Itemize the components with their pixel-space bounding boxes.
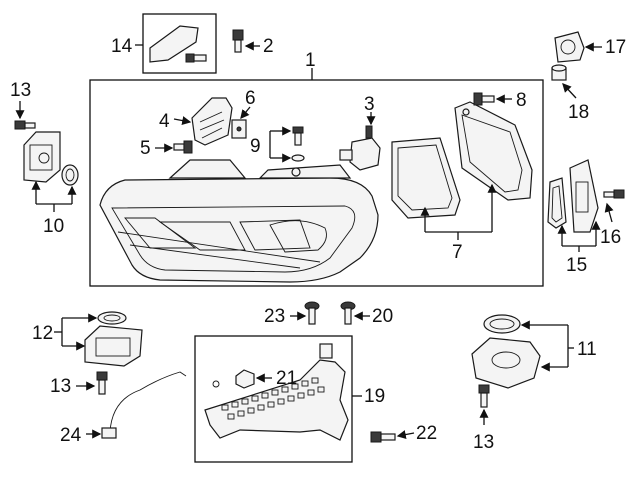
callout-9[interactable]: 9 (250, 136, 261, 157)
headlamp-assembly-box (89, 79, 544, 287)
callout-23[interactable]: 23 (264, 306, 285, 327)
callout-21[interactable]: 21 (276, 368, 297, 389)
callout-13-top[interactable]: 13 (10, 80, 31, 101)
callout-22[interactable]: 22 (416, 423, 437, 444)
callout-14[interactable]: 14 (111, 36, 133, 57)
screw-part-20[interactable] (340, 301, 356, 325)
bracket-part-4[interactable] (191, 97, 233, 146)
callout-4[interactable]: 4 (159, 111, 170, 132)
bulb-part-3[interactable] (339, 125, 381, 171)
plug-part-18[interactable] (551, 64, 567, 81)
screw-part-22[interactable] (370, 431, 396, 443)
headlamp-housing[interactable] (99, 159, 379, 283)
callout-17[interactable]: 17 (605, 37, 626, 58)
callout-12[interactable]: 12 (32, 323, 53, 344)
callout-19[interactable]: 19 (364, 386, 385, 407)
callout-3[interactable]: 3 (364, 94, 375, 115)
cover-part-7[interactable] (391, 101, 533, 219)
mount-bracket-part-19[interactable] (204, 343, 349, 441)
control-module-part-10[interactable] (23, 131, 79, 186)
nut-part-21[interactable] (235, 369, 255, 389)
bolt-part-9[interactable] (291, 126, 305, 162)
callout-11[interactable]: 11 (577, 339, 597, 360)
callout-8[interactable]: 8 (516, 90, 527, 111)
screw-part-2[interactable] (232, 29, 244, 53)
callout-2[interactable]: 2 (263, 36, 274, 57)
callout-15[interactable]: 15 (566, 255, 587, 276)
callout-5[interactable]: 5 (140, 138, 151, 159)
bracket-part-14[interactable] (149, 25, 207, 63)
callout-16[interactable]: 16 (600, 227, 621, 248)
callout-24[interactable]: 24 (60, 425, 82, 446)
module-part-11[interactable] (471, 314, 541, 389)
callout-7[interactable]: 7 (452, 242, 463, 263)
part-14-box (142, 13, 217, 74)
screw-part-13-top[interactable] (14, 120, 36, 130)
clip-part-6[interactable] (231, 119, 247, 139)
screw-part-8[interactable] (473, 92, 495, 106)
callout-10[interactable]: 10 (43, 216, 64, 237)
callout-18[interactable]: 18 (568, 102, 589, 123)
gasket-part-15[interactable] (547, 159, 599, 233)
module-part-12[interactable] (84, 311, 143, 367)
screw-part-16[interactable] (603, 189, 625, 199)
callout-13-right[interactable]: 13 (473, 432, 494, 453)
screw-part-5[interactable] (173, 140, 193, 154)
cap-part-17[interactable] (554, 31, 585, 63)
callout-13-left[interactable]: 13 (50, 376, 71, 397)
callout-6[interactable]: 6 (245, 88, 256, 109)
part-19-box (194, 335, 353, 463)
sensor-wire-part-24[interactable] (101, 371, 187, 439)
screw-part-23[interactable] (304, 301, 320, 325)
callout-1[interactable]: 1 (305, 50, 316, 71)
screw-part-13-left[interactable] (96, 371, 108, 395)
callout-20[interactable]: 20 (372, 306, 393, 327)
screw-part-13-right[interactable] (478, 384, 490, 408)
